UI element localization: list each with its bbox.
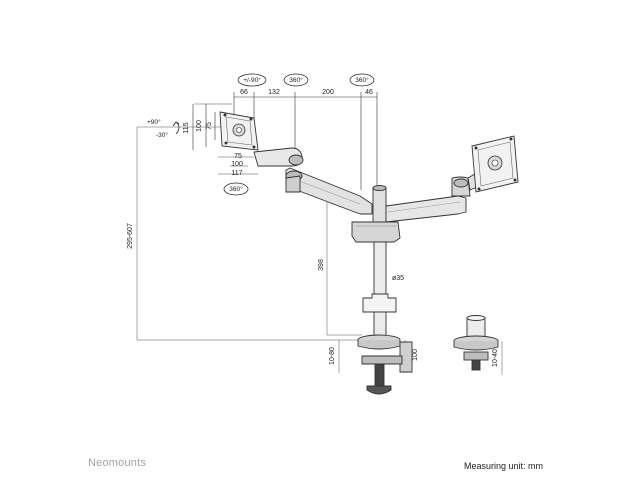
dim-115: 115 xyxy=(183,122,190,133)
tilt-icon xyxy=(172,121,180,135)
rotation-label-2: 360° xyxy=(355,76,369,84)
dim-base-height: 100 xyxy=(412,349,419,361)
dim-46: 46 xyxy=(365,89,373,96)
rotation-label-3: 360° xyxy=(229,185,243,193)
dim-132: 132 xyxy=(268,89,280,96)
dim-75-vertical: 75 xyxy=(206,122,213,130)
guide-lines xyxy=(136,103,503,375)
right-vesa-plate xyxy=(471,135,519,193)
top-dimension-lines xyxy=(233,92,378,190)
rotation-labels: +90° -30° +/-90° 360° 360° 360° xyxy=(147,76,369,193)
dim-100-vertical: 100 xyxy=(196,120,203,132)
tilt-up-label: +90° xyxy=(147,118,161,126)
dim-grommet-range: 10-40 xyxy=(492,349,499,367)
swivel-label: +/-90° xyxy=(243,76,261,84)
dim-75-horizontal: 75 xyxy=(234,153,242,160)
desk-clamp xyxy=(357,334,413,395)
dimension-labels: 66 132 200 46 115 100 75 75 100 117 295-… xyxy=(127,89,499,367)
left-vesa-plate xyxy=(219,111,259,151)
tilt-down-label: -30° xyxy=(156,131,168,139)
grommet-base xyxy=(453,315,499,371)
brand-logo: Neomounts xyxy=(88,457,147,469)
plate-vertical-dims xyxy=(192,104,216,150)
dim-height: 398 xyxy=(318,259,325,271)
dim-clamp-range: 10-80 xyxy=(329,347,336,365)
unit-note: Measuring unit: mm xyxy=(464,461,544,471)
dim-pole-diameter: ø35 xyxy=(392,275,404,282)
dim-117: 117 xyxy=(231,170,242,177)
dim-reach: 295-607 xyxy=(127,223,134,249)
rotation-icons-top xyxy=(223,73,375,196)
rotation-label-1: 360° xyxy=(289,76,303,84)
dim-66: 66 xyxy=(240,89,248,96)
pole-assembly xyxy=(351,185,401,341)
left-arm xyxy=(253,147,373,215)
right-arm xyxy=(385,171,481,223)
dim-200: 200 xyxy=(322,89,334,96)
dim-100-horizontal: 100 xyxy=(231,161,243,168)
